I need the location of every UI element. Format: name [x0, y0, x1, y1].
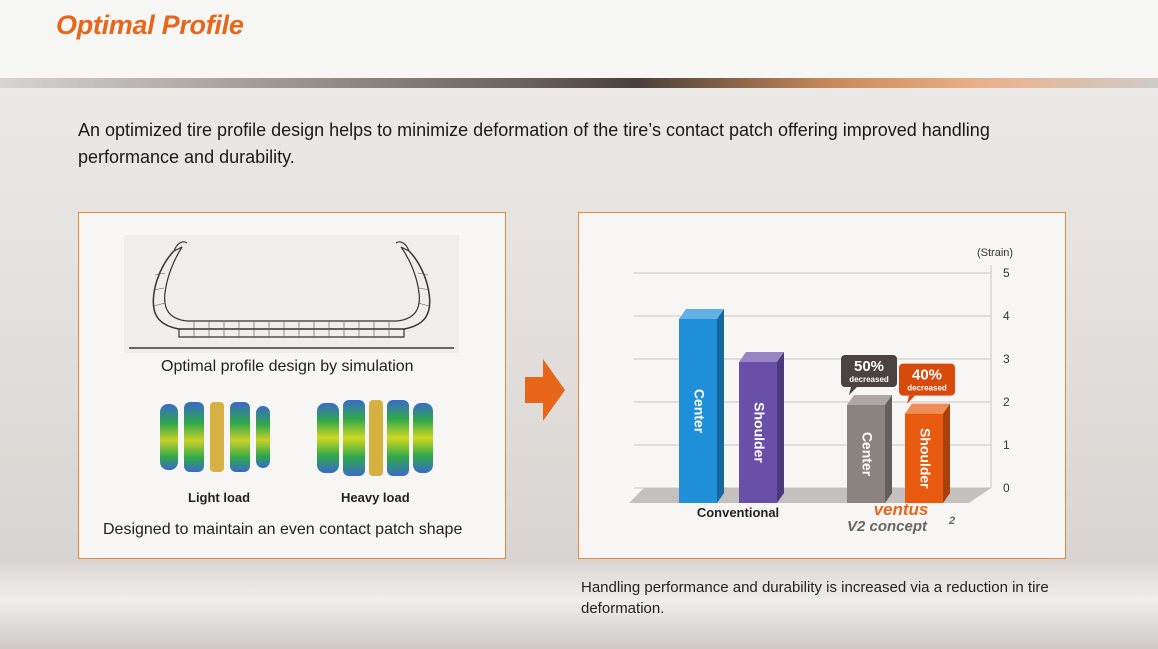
- contact-patch-light-load: [160, 402, 270, 472]
- intro-text: An optimized tire profile design helps t…: [78, 120, 990, 167]
- ventus-logo-subtext: V2 concept: [847, 518, 928, 535]
- badge-pointer: [907, 395, 915, 404]
- header-divider: [0, 78, 1158, 88]
- bar-side: [943, 403, 950, 503]
- bar-center: Center: [679, 309, 724, 503]
- bar-shoulder: Shoulder: [739, 352, 784, 503]
- bar-top: [739, 352, 784, 362]
- group-label-conventional: Conventional: [697, 505, 779, 520]
- badge-text: decreased: [907, 384, 947, 393]
- tire-profile-illustration: [124, 235, 459, 353]
- badge-pointer: [849, 387, 857, 395]
- badge-percent: 50%: [854, 358, 884, 375]
- page-title: Optimal Profile: [56, 10, 244, 40]
- y-tick-label: 4: [1003, 309, 1010, 323]
- bar-side: [885, 395, 892, 503]
- badge-text: decreased: [849, 375, 889, 384]
- bar-front: [847, 405, 885, 503]
- header-bar: Optimal Profile: [0, 0, 1158, 78]
- bar-label: Center: [859, 432, 875, 477]
- simulation-panel: Optimal profile design by simulation Lig…: [78, 212, 506, 559]
- bar-side: [777, 352, 784, 503]
- arrow-right-icon: [525, 359, 565, 421]
- bar-label: Center: [691, 389, 707, 434]
- bar-shoulder: Shoulder 40%decreased: [899, 363, 955, 503]
- y-tick-label: 5: [1003, 266, 1010, 280]
- bar-top: [847, 395, 892, 405]
- y-tick-label: 2: [1003, 395, 1010, 409]
- contact-patch-caption: Designed to maintain an even contact pat…: [103, 521, 463, 538]
- bar-top: [679, 309, 724, 319]
- badge: [841, 355, 897, 387]
- bar-label: Shoulder: [751, 402, 767, 463]
- y-unit-label: (Strain): [977, 247, 1013, 259]
- bar-top: [905, 403, 950, 414]
- heavy-load-label: Heavy load: [341, 490, 410, 505]
- bar-front: [679, 319, 717, 503]
- bar-front: [905, 413, 943, 503]
- bar-front: [739, 362, 777, 503]
- ventus-logo-superscript: 2: [948, 515, 955, 527]
- simulation-caption: Optimal profile design by simulation: [161, 358, 414, 375]
- badge-percent: 40%: [912, 367, 942, 384]
- bar-side: [717, 309, 724, 503]
- y-tick-label: 0: [1003, 481, 1010, 495]
- badge: [899, 363, 955, 396]
- y-tick-label: 3: [1003, 352, 1010, 366]
- light-load-label: Light load: [188, 490, 251, 505]
- footer-caption: Handling performance and durability is i…: [581, 579, 1049, 617]
- contact-patch-heavy-load: [317, 400, 433, 476]
- bar-label: Shoulder: [917, 428, 933, 489]
- bar-center: Center 50%decreased: [841, 355, 897, 503]
- y-tick-label: 1: [1003, 438, 1010, 452]
- ventus-logo-text: ventus: [874, 500, 929, 519]
